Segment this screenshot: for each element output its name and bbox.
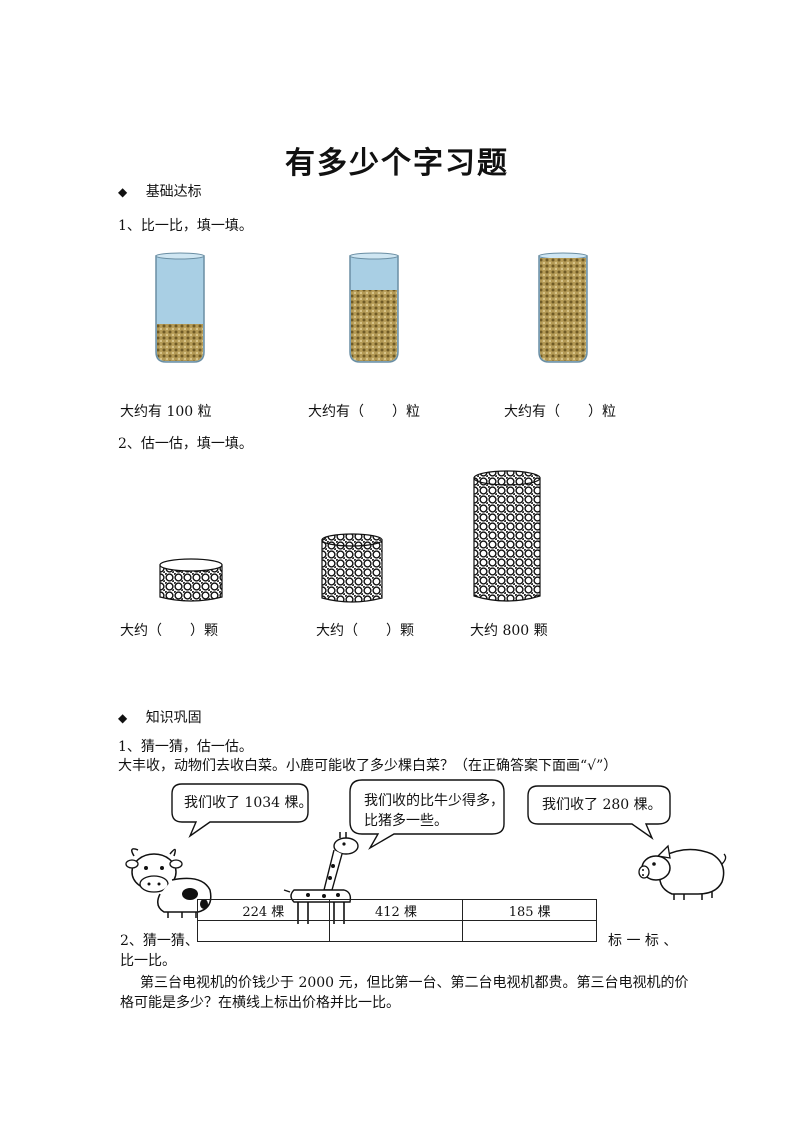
speech-bubble-deer — [349, 779, 505, 850]
option-label: 224 棵 — [242, 904, 285, 920]
question-4-line2: 比一比。 — [120, 953, 176, 969]
answer-options-table: 224 棵 412 棵 185 棵 — [197, 899, 597, 942]
speech-bubble-pig — [527, 785, 671, 840]
jar-caption-3: 大约 800 颗 — [470, 623, 548, 639]
question-3-text: 1、猜一猜，估一估。 — [118, 739, 253, 755]
pig-icon — [638, 844, 727, 900]
bubble-text-deer-1: 我们收的比牛少得多， — [364, 793, 504, 809]
option-label: 412 棵 — [375, 904, 417, 920]
question-3-prompt: 大丰收，动物们去收白菜。小鹿可能收了多少棵白菜？（在正确答案下面画“√”） — [118, 758, 618, 774]
bubble-text-deer-2: 比猪多一些。 — [364, 813, 448, 829]
question-2-text: 2、估一估，填一填。 — [118, 436, 253, 452]
section-heading-knowledge: ◆ 知识巩固 — [118, 707, 202, 727]
question-4-body-1: 第三台电视机的价钱少于 2000 元，但比第一台、第二台电视机都贵。第三台电视机… — [140, 975, 689, 991]
answer-check-cell[interactable] — [462, 920, 597, 942]
bead-jar-medium-icon — [321, 533, 383, 603]
bead-jar-tall-icon — [473, 470, 541, 602]
speech-bubble-cow — [171, 783, 309, 838]
question-4-suffix: 标 一 标 、 — [608, 933, 678, 949]
section-heading-label: 基础达标 — [145, 184, 202, 200]
question-4-body-2: 格可能是多少？在横线上标出价格并比一比。 — [120, 995, 400, 1011]
section-heading-label: 知识巩固 — [145, 710, 202, 726]
option-cell[interactable]: 185 棵 — [462, 899, 597, 921]
option-cell[interactable]: 224 棵 — [197, 899, 330, 921]
glass-caption-1: 大约有 100 粒 — [120, 404, 212, 420]
glass-caption-3: 大约有（ ）粒 — [504, 404, 616, 420]
option-cell[interactable]: 412 棵 — [328, 899, 464, 921]
answer-check-cell[interactable] — [328, 920, 464, 942]
page-title: 有多少个字习题 — [285, 146, 509, 181]
jar-caption-1: 大约（ ）颗 — [120, 623, 218, 639]
bubble-text-cow: 我们收了 1034 棵。 — [184, 795, 313, 811]
bean-glass-3-icon — [538, 252, 588, 363]
bean-glass-2-icon — [349, 252, 399, 363]
question-4-prefix: 2、猜一猜、 — [120, 933, 199, 949]
diamond-bullet-icon: ◆ — [118, 711, 128, 725]
answer-check-cell[interactable] — [197, 920, 330, 942]
jar-caption-2: 大约（ ）颗 — [316, 623, 414, 639]
diamond-bullet-icon: ◆ — [118, 185, 128, 199]
question-1-text: 1、比一比，填一填。 — [118, 218, 253, 234]
bubble-text-pig: 我们收了 280 棵。 — [542, 797, 662, 813]
glass-caption-2: 大约有（ ）粒 — [308, 404, 420, 420]
bean-glass-1-icon — [155, 252, 205, 363]
section-heading-basic: ◆ 基础达标 — [118, 181, 202, 201]
bead-jar-small-icon — [159, 558, 223, 602]
option-label: 185 棵 — [508, 904, 551, 920]
